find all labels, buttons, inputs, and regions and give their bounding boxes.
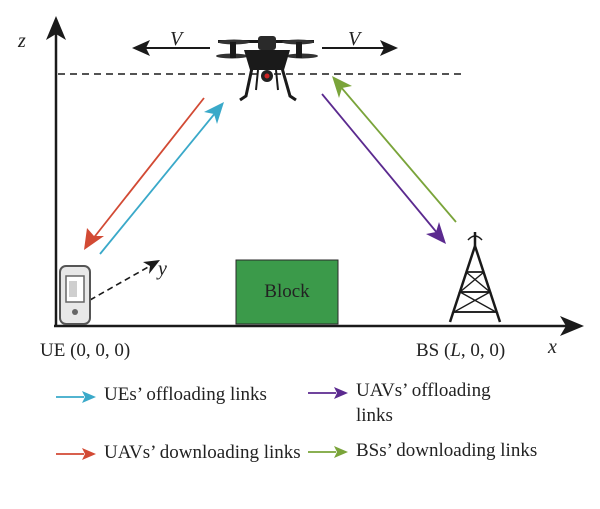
uav-drone-icon (216, 36, 318, 102)
bs-downloading-link-arrowhead (332, 76, 352, 98)
velocity-left-arrowhead (132, 40, 150, 56)
legend-label-bs-downloading: BSs’ downloading links (356, 440, 538, 461)
legend-label-uav-downloading: UAVs’ downloading links (104, 442, 301, 463)
legend-swatch-bs-downloading (308, 446, 348, 458)
ue-name: UE (40, 340, 66, 361)
legend-swatch-uav-downloading (56, 448, 96, 460)
uav-offloading-link-arrowhead (426, 222, 446, 244)
uav-offloading-link (321, 93, 439, 235)
velocity-left-label: V (170, 28, 183, 50)
uav-downloading-link (91, 97, 205, 241)
bs-coords-prefix: ( (444, 340, 451, 361)
legend-label-ue-offloading: UEs’ offloading links (104, 384, 267, 405)
bs-coords-suffix: , 0, 0) (460, 340, 506, 361)
bs-location-label: BS (L, 0, 0) (416, 340, 505, 362)
bs-downloading-link (339, 85, 457, 223)
legend-swatch-uav-offloading (308, 387, 348, 399)
bs-coords-L: L (450, 340, 461, 361)
legend-swatch-ue-offloading (56, 391, 96, 403)
z-axis-label: z (18, 30, 26, 52)
block (235, 259, 339, 325)
ue-origin-label: UE (0, 0, 0) (40, 340, 130, 362)
velocity-right-label: V (348, 28, 361, 50)
z-axis-arrowhead (46, 16, 66, 40)
legend-label-uav-offloading: UAVs’ offloading links (356, 380, 491, 426)
ue-device-icon (59, 265, 91, 325)
ue-coords: (0, 0, 0) (70, 340, 131, 361)
block-label: Block (264, 281, 310, 302)
x-axis-label: x (548, 336, 557, 358)
velocity-right-arrowhead (380, 40, 398, 56)
ue-offloading-link-arrowhead (204, 102, 224, 124)
y-axis-arrowhead (143, 260, 160, 274)
y-axis-label: y (158, 258, 167, 280)
ue-offloading-link (99, 111, 217, 255)
bs-name: BS (416, 340, 440, 361)
x-axis-arrowhead (560, 316, 584, 336)
uav-downloading-link-arrowhead (84, 228, 104, 250)
y-axis (89, 265, 151, 301)
bs-tower-icon (448, 232, 502, 323)
